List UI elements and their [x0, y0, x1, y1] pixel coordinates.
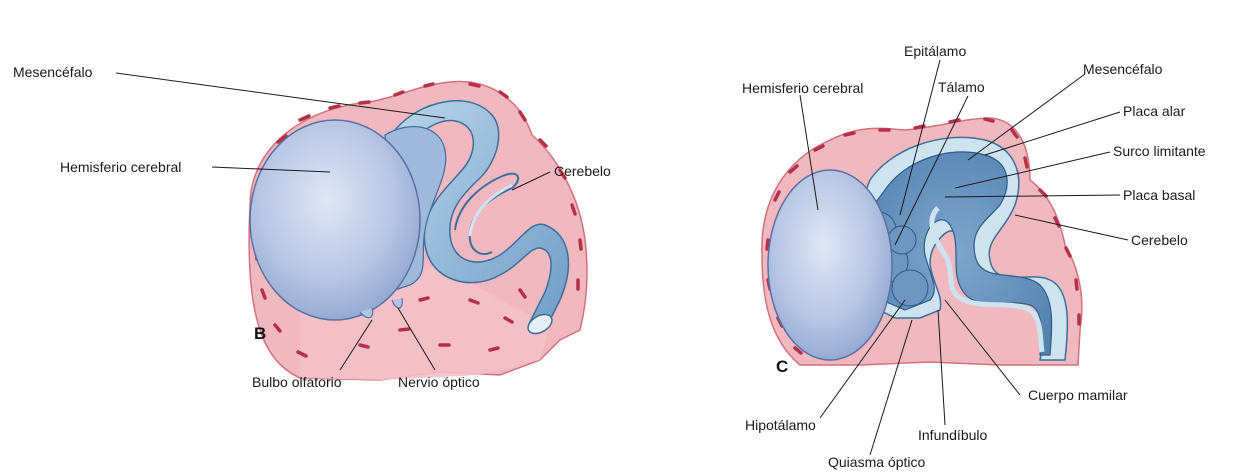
label-surco-limitante-c: Surco limitante: [1113, 143, 1206, 159]
label-talamo-c: Tálamo: [938, 79, 985, 95]
label-nervio-optico-b: Nervio óptico: [398, 374, 480, 390]
label-placa-basal-c: Placa basal: [1123, 187, 1195, 203]
label-placa-alar-c: Placa alar: [1123, 103, 1186, 119]
panel-c: C Epitálamo Hemisferio cerebral Tálamo M…: [742, 43, 1206, 470]
label-hemisferio-cerebral-b: Hemisferio cerebral: [60, 159, 181, 175]
panel-letter-c: C: [776, 357, 788, 376]
label-epitalamo-c: Epitálamo: [904, 43, 966, 59]
cerebral-hemisphere-c: [768, 170, 892, 360]
label-mesencefalo-c: Mesencéfalo: [1083, 61, 1163, 77]
label-hemisferio-cerebral-c: Hemisferio cerebral: [742, 80, 863, 96]
label-cuerpo-mamilar-c: Cuerpo mamilar: [1028, 387, 1128, 403]
cerebral-hemisphere-b: [250, 120, 420, 320]
label-quiasma-optico-c: Quiasma óptico: [828, 454, 925, 470]
panel-letter-b: B: [254, 324, 266, 343]
label-hipotalamo-c: Hipotálamo: [745, 417, 816, 433]
label-bulbo-olfatorio-b: Bulbo olfatorio: [252, 374, 342, 390]
label-cerebelo-b: Cerebelo: [554, 163, 611, 179]
panel-b: B Mesencéfalo Hemisferio cerebral Cerebe…: [13, 64, 611, 390]
label-infundibulo-c: Infundíbulo: [918, 427, 987, 443]
label-cerebelo-c: Cerebelo: [1131, 232, 1188, 248]
label-mesencefalo-b: Mesencéfalo: [13, 64, 93, 80]
